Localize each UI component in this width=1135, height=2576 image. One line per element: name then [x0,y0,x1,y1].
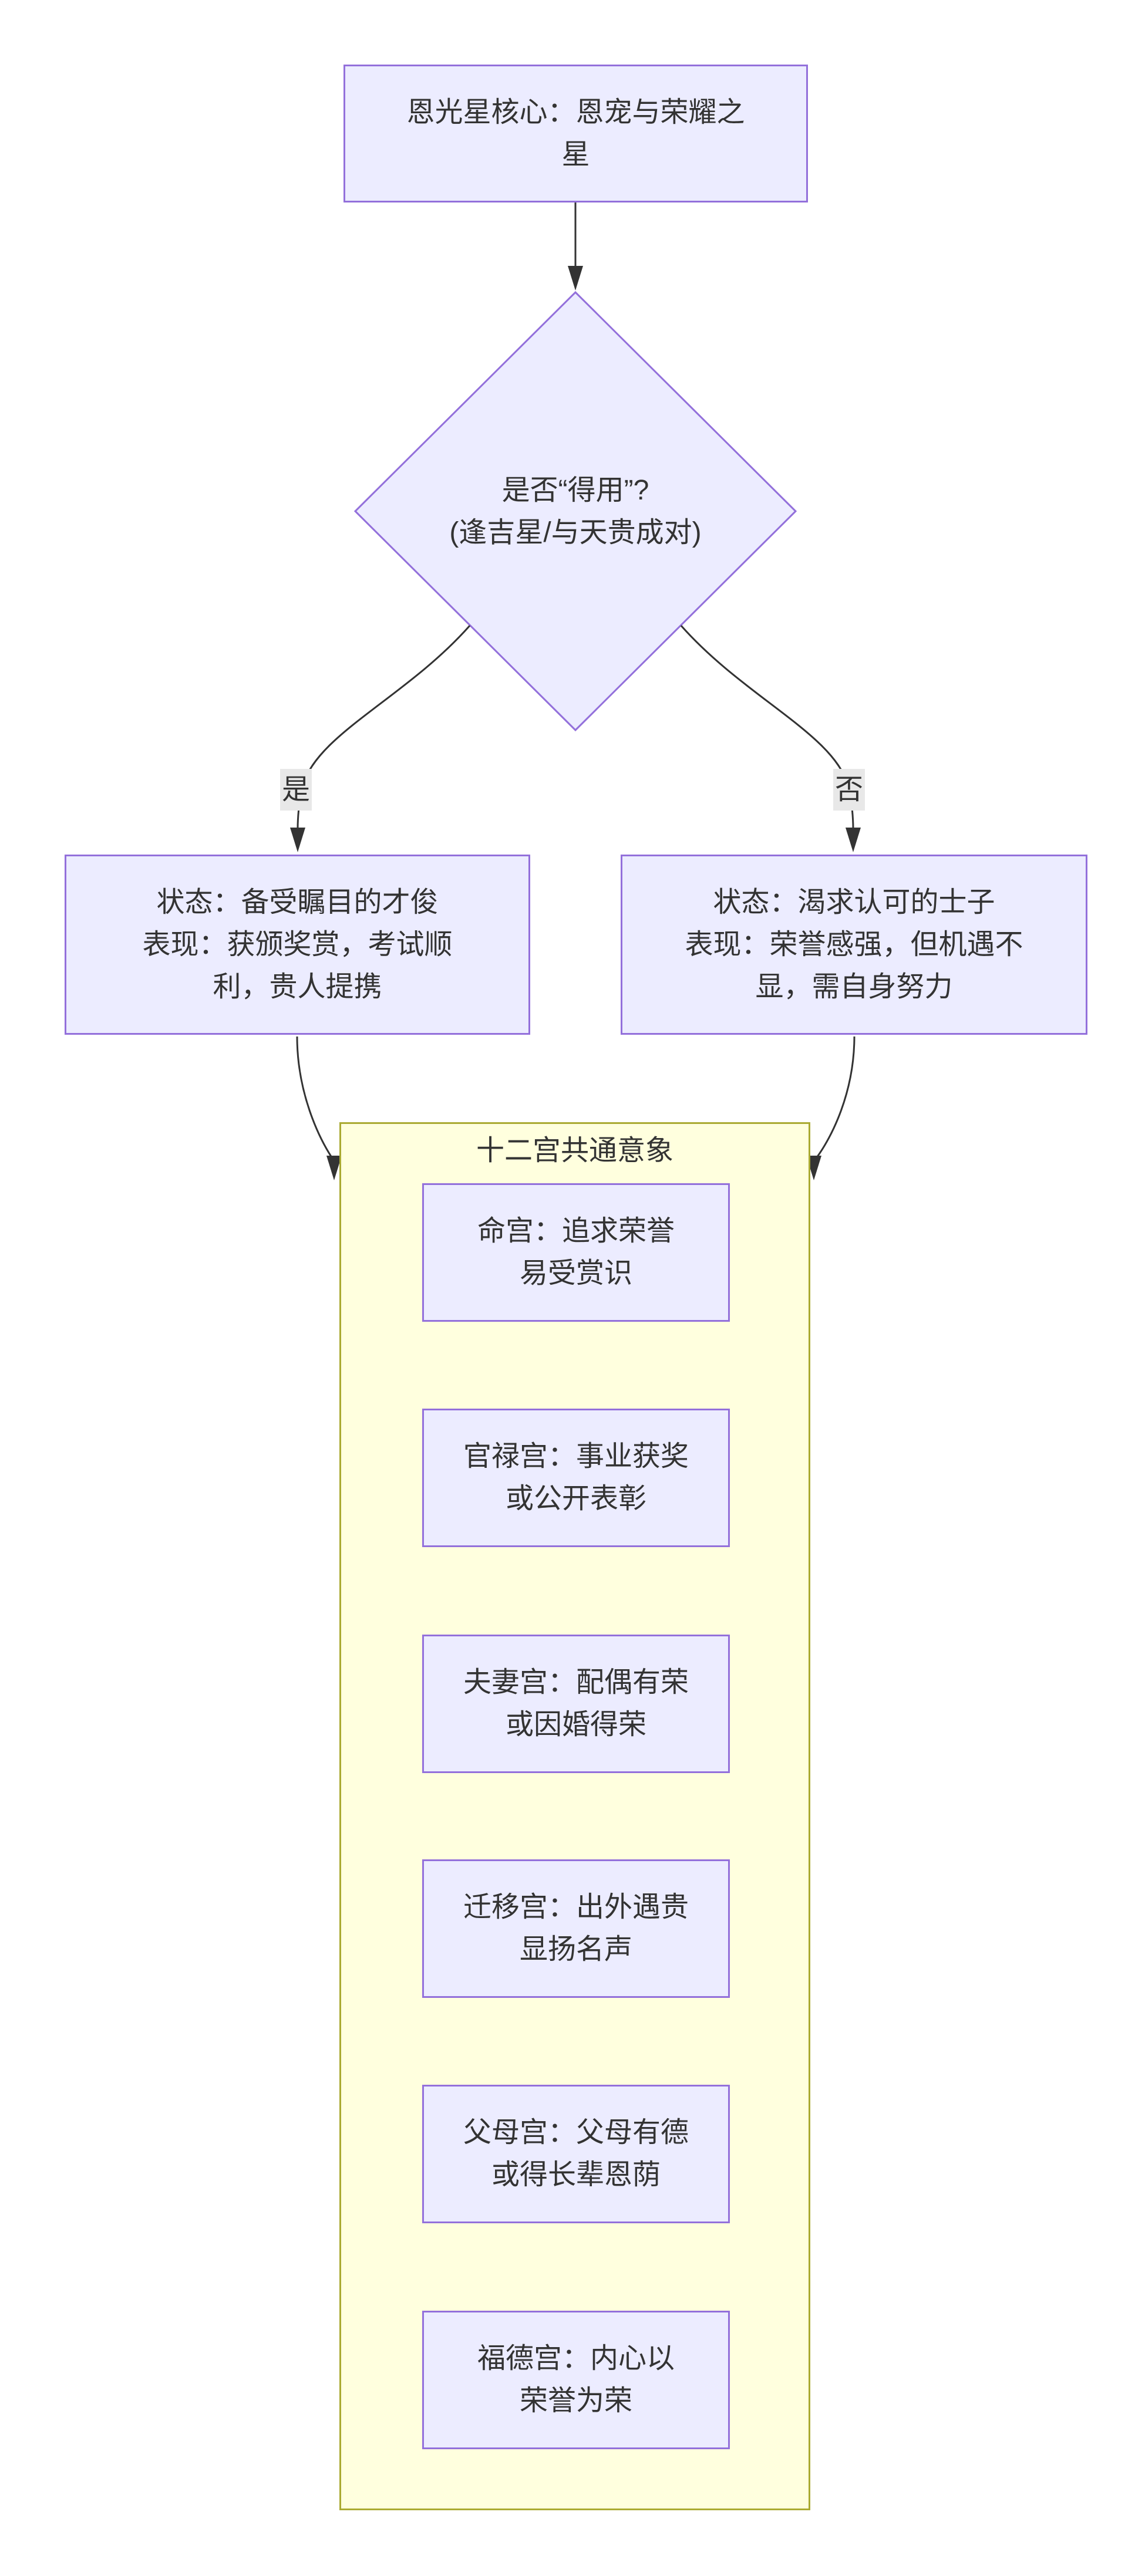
node-unfavored-line2: 表现：荣誉感强，但机遇不 [685,929,1023,960]
palace-guanlu-line1: 官禄宫：事业获奖 [463,1441,689,1472]
palace-fumu-line2: 或得长辈恩荫 [491,2159,661,2190]
node-unfavored-state: 状态：渴求认可的士子 表现：荣誉感强，但机遇不 显，需自身努力 [621,855,1087,1035]
palace-fumu-line1: 父母宫：父母有德 [463,2117,689,2148]
node-favored-line3: 利，贵人提携 [213,971,382,1002]
arrowhead-core-to-decision [568,266,583,291]
node-favored-state: 状态：备受瞩目的才俊 表现：获颁奖赏，考试顺 利，贵人提携 [65,855,530,1035]
palace-ming-line2: 易受赏识 [519,1258,632,1289]
palace-fumu: 父母宫：父母有德 或得长辈恩荫 [422,2085,730,2223]
node-core-line1: 恩光星核心：恩宠与荣耀之 [406,96,745,128]
palace-guanlu: 官禄宫：事业获奖 或公开表彰 [422,1409,730,1547]
palace-fuqi-line1: 夫妻宫：配偶有荣 [463,1667,689,1698]
palace-fuqi-line2: 或因婚得荣 [505,1709,646,1740]
node-unfavored-line3: 显，需自身努力 [755,971,953,1002]
arrowhead-decision-to-no [846,828,861,852]
node-core: 恩光星核心：恩宠与荣耀之 星 [343,65,808,202]
node-core-line2: 星 [561,139,590,170]
edge-label-no: 否 [833,769,865,811]
cluster-title: 十二宫共通意象 [476,1135,673,1166]
palace-qianyi: 迁移宫：出外遇贵 显扬名声 [422,1859,730,1998]
node-decision-line1: 是否“得用”? [501,475,649,506]
node-unfavored-line1: 状态：渴求认可的士子 [713,886,995,918]
palace-fuqi: 夫妻宫：配偶有荣 或因婚得荣 [422,1635,730,1773]
decision-diamond-shape [353,291,797,732]
node-decision-line2: (逢吉星/与天贵成对) [449,517,702,548]
palace-qianyi-line1: 迁移宫：出外遇贵 [463,1892,689,1923]
node-favored-line2: 表现：获颁奖赏，考试顺 [142,929,453,960]
node-favored-line1: 状态：备受瞩目的才俊 [156,886,439,918]
palace-ming: 命宫：追求荣誉 易受赏识 [422,1183,730,1322]
palace-fude-line1: 福德宫：内心以 [477,2343,675,2374]
palace-fude-line2: 荣誉为荣 [519,2385,632,2416]
edge-decision-to-yes [297,625,471,829]
palace-qianyi-line2: 显扬名声 [519,1934,632,1965]
node-decision: 是否“得用”? (逢吉星/与天贵成对) [355,470,796,554]
edge-label-yes: 是 [280,769,312,811]
arrowhead-decision-to-yes [290,828,305,852]
palace-fude: 福德宫：内心以 荣誉为荣 [422,2311,730,2449]
cluster-twelve-palaces: 十二宫共通意象 命宫：追求荣誉 易受赏识 官禄宫：事业获奖 或公开表彰 夫妻宫：… [339,1122,810,2510]
palace-ming-line1: 命宫：追求荣誉 [477,1216,675,1247]
edge-yes-to-cluster [296,1036,333,1158]
edge-no-to-cluster [816,1036,856,1158]
edge-decision-to-no [680,625,854,829]
palace-guanlu-line2: 或公开表彰 [505,1483,646,1514]
arrowhead-yes-to-cluster [326,1156,342,1180]
